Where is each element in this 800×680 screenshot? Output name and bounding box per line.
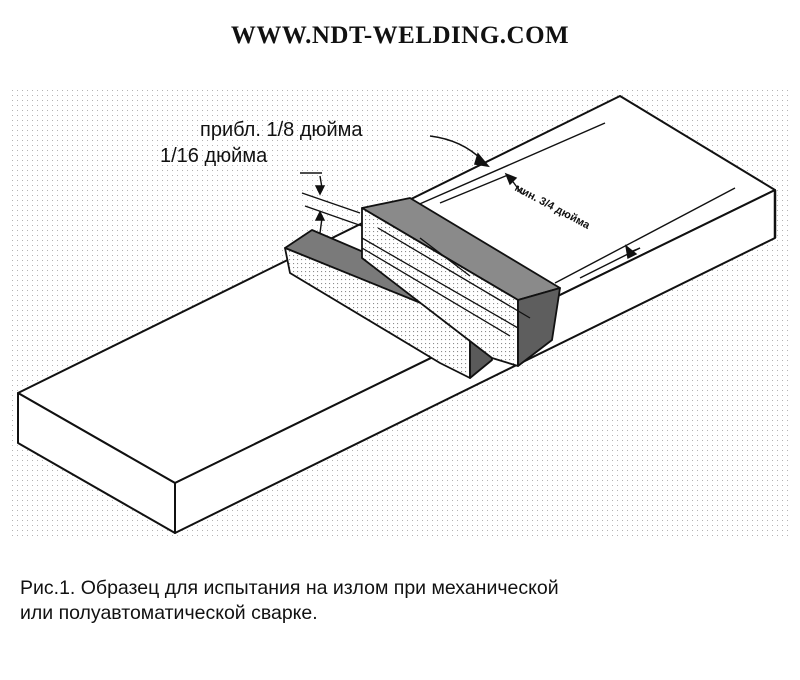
weld-groove-lines xyxy=(361,227,531,337)
label-face-reinforcement: 1/16 дюйма xyxy=(160,145,268,167)
dimension-marker-1-8 xyxy=(429,135,490,168)
dimension-marker-3-4 xyxy=(504,172,641,260)
dimension-marker-1-16 xyxy=(300,172,363,234)
label-root-reinforcement: прибл. 1/8 дюйма xyxy=(200,119,363,141)
site-title: WWW.NDT-WELDING.COM xyxy=(230,22,570,49)
figure-caption: Рис.1. Образец для испытания на излом пр… xyxy=(20,576,780,626)
figure-caption-line-1: Рис.1. Образец для испытания на излом пр… xyxy=(20,577,559,599)
weld-reinforcement-upper xyxy=(361,197,561,367)
figure-caption-line-2: или полуавтоматической сварке. xyxy=(20,602,318,624)
break-test-specimen-diagram: прибл. 1/8 дюйма 1/16 дюйма мин. 3/4 дюй… xyxy=(0,78,800,548)
